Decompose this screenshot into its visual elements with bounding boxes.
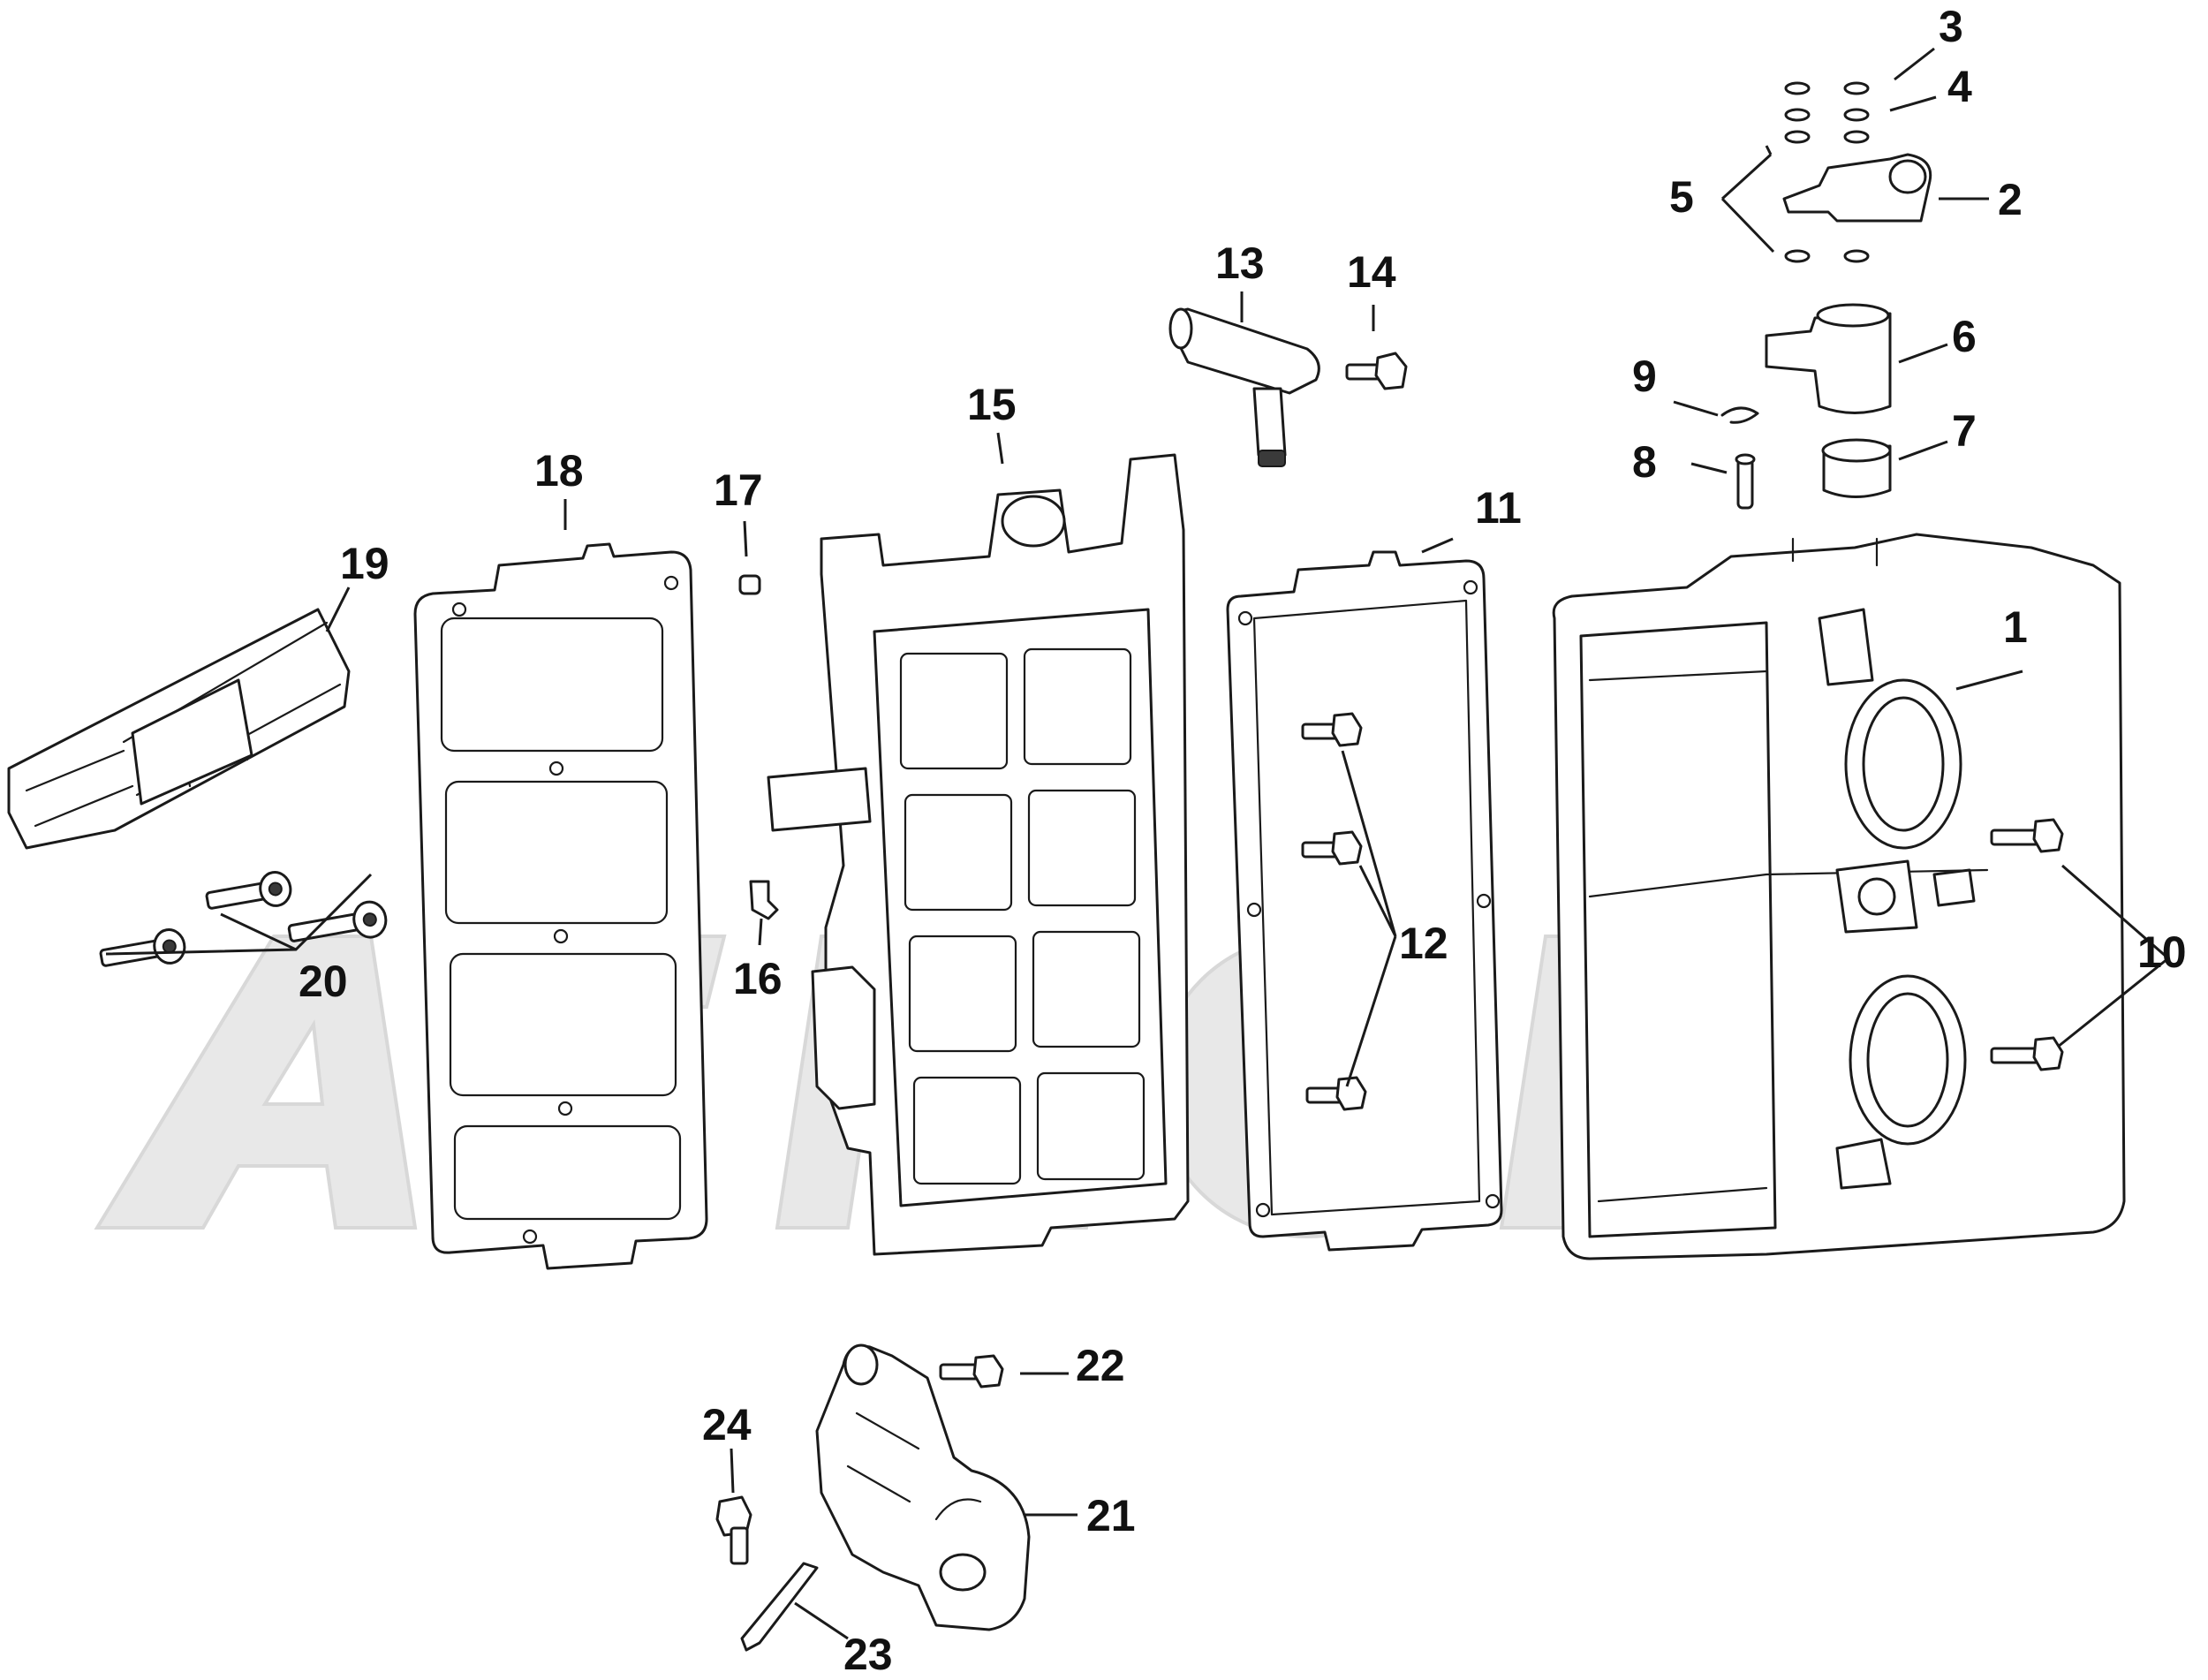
callout-9: 9: [1632, 352, 1657, 401]
gasket-small: [1226, 550, 1503, 1252]
reed-plate: [767, 453, 1190, 1256]
bolt-24: [715, 1495, 752, 1565]
callout-5: 5: [1669, 172, 1694, 222]
pin: [1735, 453, 1756, 510]
callout-labels: 1 2 3 4 5 6 7 8 9 10 11 12 13 14 15 16 1…: [299, 2, 2187, 1679]
leader-lines: [105, 47, 2171, 1640]
callout-22: 22: [1076, 1341, 1125, 1390]
callout-8: 8: [1632, 437, 1657, 487]
callout-16: 16: [733, 954, 783, 1003]
washers-stack: [1784, 81, 1870, 263]
callout-14: 14: [1347, 247, 1396, 297]
bushing: [1821, 438, 1892, 498]
callout-7: 7: [1952, 406, 1977, 456]
callout-12: 12: [1399, 919, 1448, 968]
gasket-large: [413, 542, 708, 1270]
callout-17: 17: [714, 465, 763, 515]
bolts-set-12: [1301, 712, 1367, 1111]
callout-6: 6: [1952, 312, 1977, 361]
clip: [1720, 406, 1759, 424]
lower-bracket: [815, 1343, 1031, 1631]
key-clip: [740, 1562, 819, 1652]
callout-3: 3: [1939, 2, 1963, 51]
callout-13: 13: [1215, 238, 1265, 288]
elbow-fitting: [749, 880, 779, 920]
reed-valve-block: [7, 608, 351, 850]
callout-15: 15: [967, 380, 1017, 429]
callout-11: 11: [1475, 483, 1522, 533]
bolt-small: [1345, 352, 1408, 390]
callout-4: 4: [1947, 62, 1972, 111]
callout-18: 18: [534, 446, 584, 496]
callout-1: 1: [2003, 602, 2028, 652]
bolt-22: [939, 1354, 1004, 1389]
callout-23: 23: [843, 1630, 893, 1679]
throttle-cam: [1765, 303, 1892, 414]
plug-fitting: [738, 574, 761, 595]
callout-20: 20: [299, 957, 348, 1006]
callout-2: 2: [1998, 175, 2023, 224]
callout-24: 24: [702, 1400, 752, 1449]
bolts-set-10: [1990, 818, 2064, 1071]
callout-21: 21: [1086, 1491, 1136, 1540]
sensor: [1168, 307, 1320, 467]
bracket-lever: [1782, 153, 1932, 223]
callout-10: 10: [2137, 927, 2187, 977]
screws-set: [99, 871, 388, 967]
callout-19: 19: [340, 539, 389, 588]
intake-manifold: [1552, 533, 2126, 1260]
